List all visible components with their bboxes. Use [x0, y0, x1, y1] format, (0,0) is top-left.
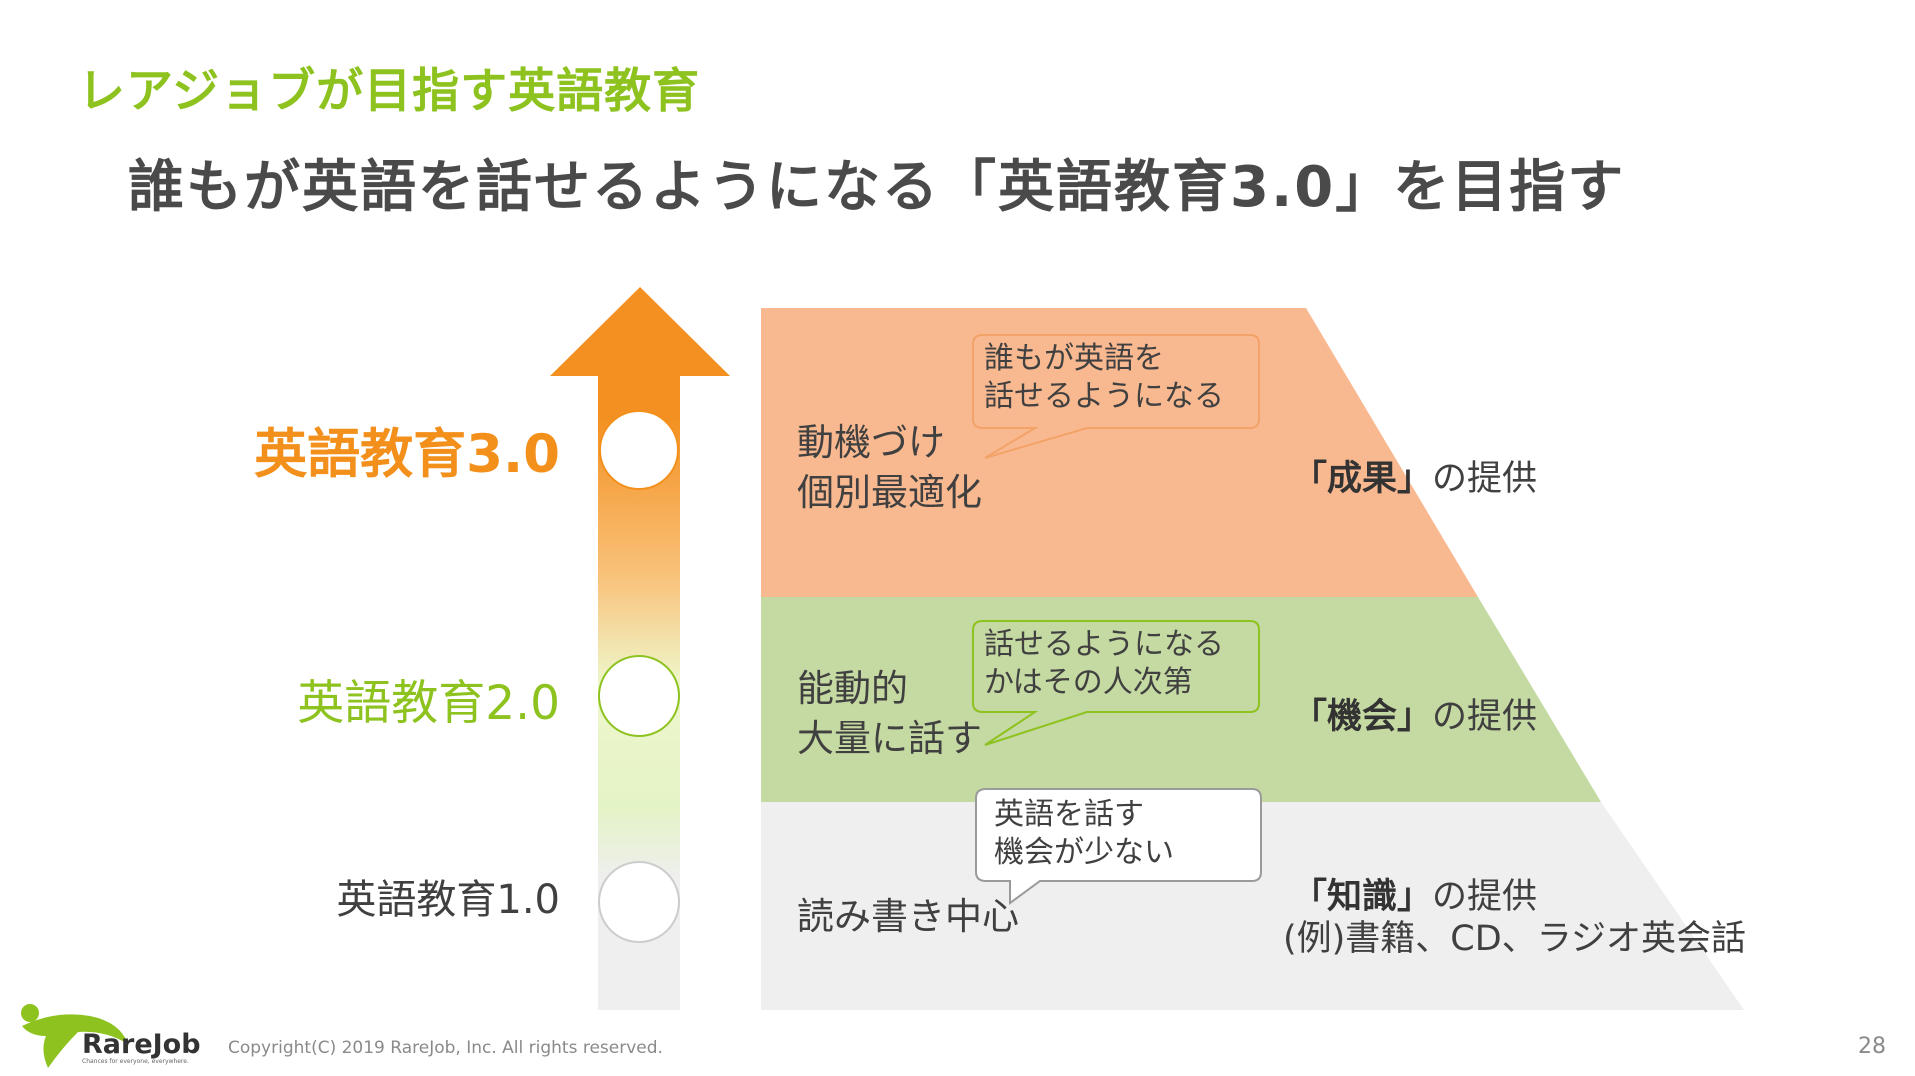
level-label-3: 英語教育3.0 — [254, 424, 560, 485]
page-number: 28 — [1858, 1034, 1886, 1059]
copyright-text: Copyright(C) 2019 RareJob, Inc. All righ… — [228, 1038, 663, 1058]
level-label-2: 英語教育2.0 — [297, 676, 560, 731]
tier-3-provides: 「成果」の提供 — [1292, 459, 1538, 499]
level-circle-2 — [598, 655, 680, 737]
logo-text: RareJob — [82, 1029, 201, 1060]
tier-1-example: (例)書籍、CD、ラジオ英会話 — [1283, 919, 1746, 959]
level-circle-3 — [599, 410, 679, 490]
level-circle-1 — [598, 861, 680, 943]
main-heading: 誰もが英語を話せるようになる「英語教育3.0」を目指す — [128, 155, 1626, 220]
tier-3-block — [761, 308, 1478, 597]
tier-2-description: 能動的 大量に話す — [797, 667, 982, 760]
speech-bubble-3 — [972, 334, 1260, 459]
speech-bubble-2 — [972, 620, 1260, 746]
tier-1-description: 読み書き中心 — [797, 895, 1019, 938]
tier-3-description: 動機づけ 個別最適化 — [797, 421, 982, 514]
bubble-2-text: 話せるようになる かはその人次第 — [984, 627, 1224, 700]
tier-1-provides: 「知識」の提供 — [1292, 877, 1538, 917]
bubble-1-text: 英語を話す 機会が少ない — [994, 797, 1174, 870]
logo-tagline: Chances for everyone, everywhere. — [82, 1058, 189, 1065]
section-title: レアジョブが目指す英語教育 — [78, 64, 701, 119]
progress-arrow — [550, 287, 730, 1010]
bubble-3-text: 誰もが英語を 話せるようになる — [984, 341, 1224, 414]
rarejob-logo-mark — [21, 1004, 128, 1068]
tier-2-provides: 「機会」の提供 — [1292, 697, 1538, 737]
level-label-1: 英語教育1.0 — [336, 877, 560, 923]
speech-bubble-1 — [975, 788, 1262, 905]
